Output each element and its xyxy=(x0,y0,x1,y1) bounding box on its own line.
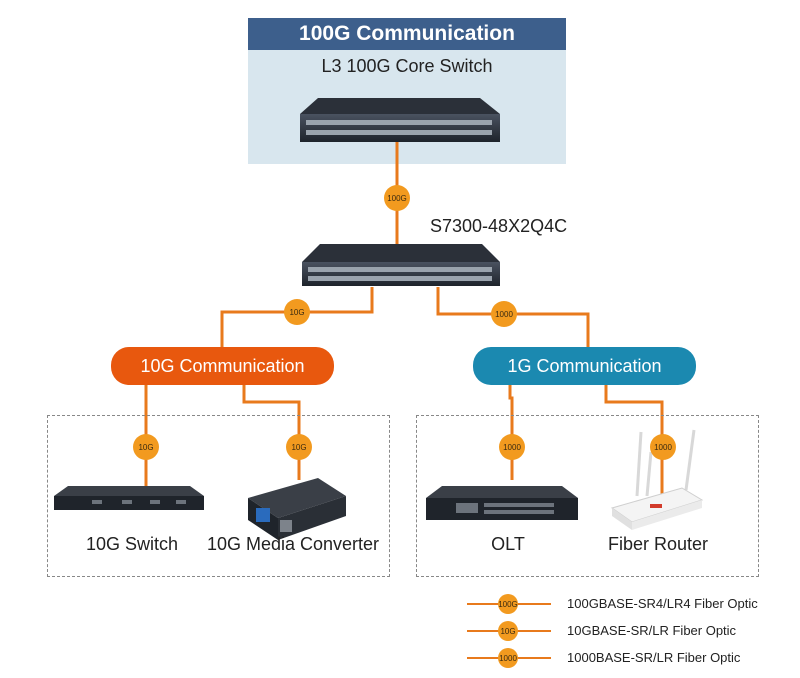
legend-label-10g: 10GBASE-SR/LR Fiber Optic xyxy=(567,623,737,638)
legend-row-10g: 10G xyxy=(467,621,551,641)
legend-label-100g: 100GBASE-SR4/LR4 Fiber Optic xyxy=(567,596,758,611)
group-10g-box xyxy=(47,415,390,577)
group-10g-label: 10G Communication xyxy=(111,347,334,385)
svg-text:1000: 1000 xyxy=(495,310,513,319)
svg-text:100G: 100G xyxy=(498,600,518,609)
core-switch-label: L3 100G Core Switch xyxy=(321,56,493,76)
svg-text:10G: 10G xyxy=(138,443,153,452)
badge-fiber-router: 1000 xyxy=(650,434,676,460)
core-switch-icon xyxy=(300,98,500,142)
svg-text:1000: 1000 xyxy=(654,443,672,452)
badge-media-converter: 10G xyxy=(286,434,312,460)
svg-text:1000: 1000 xyxy=(499,654,517,663)
svg-text:10G: 10G xyxy=(500,627,515,636)
aggregation-switch-label: S7300-48X2Q4C xyxy=(430,216,568,236)
group-1g-label: 1G Communication xyxy=(473,347,696,385)
svg-text:10G: 10G xyxy=(291,443,306,452)
switch-10g-label: 10G Switch xyxy=(85,534,179,554)
svg-text:10G: 10G xyxy=(289,308,304,317)
olt-icon xyxy=(426,486,578,520)
switch-10g-icon xyxy=(54,486,204,510)
legend-row-1000: 1000 xyxy=(467,648,551,668)
olt-label: OLT xyxy=(491,534,525,554)
badge-core-link: 100G xyxy=(384,185,410,211)
badge-agg-right: 1000 xyxy=(491,301,517,327)
badge-switch-10g: 10G xyxy=(133,434,159,460)
core-header: 100G Communication xyxy=(248,18,566,50)
fiber-router-icon xyxy=(610,429,704,530)
badge-olt: 1000 xyxy=(499,434,525,460)
fiber-router-label: Fiber Router xyxy=(607,534,709,554)
media-converter-label: 10G Media Converter xyxy=(206,534,380,554)
legend-label-1000: 1000BASE-SR/LR Fiber Optic xyxy=(567,650,741,665)
group-1g-box xyxy=(416,415,759,577)
aggregation-switch-icon xyxy=(302,244,500,286)
media-converter-icon xyxy=(248,478,346,540)
legend-row-100g: 100G xyxy=(467,594,551,614)
svg-text:1000: 1000 xyxy=(503,443,521,452)
svg-text:100G: 100G xyxy=(387,194,407,203)
badge-agg-left: 10G xyxy=(284,299,310,325)
